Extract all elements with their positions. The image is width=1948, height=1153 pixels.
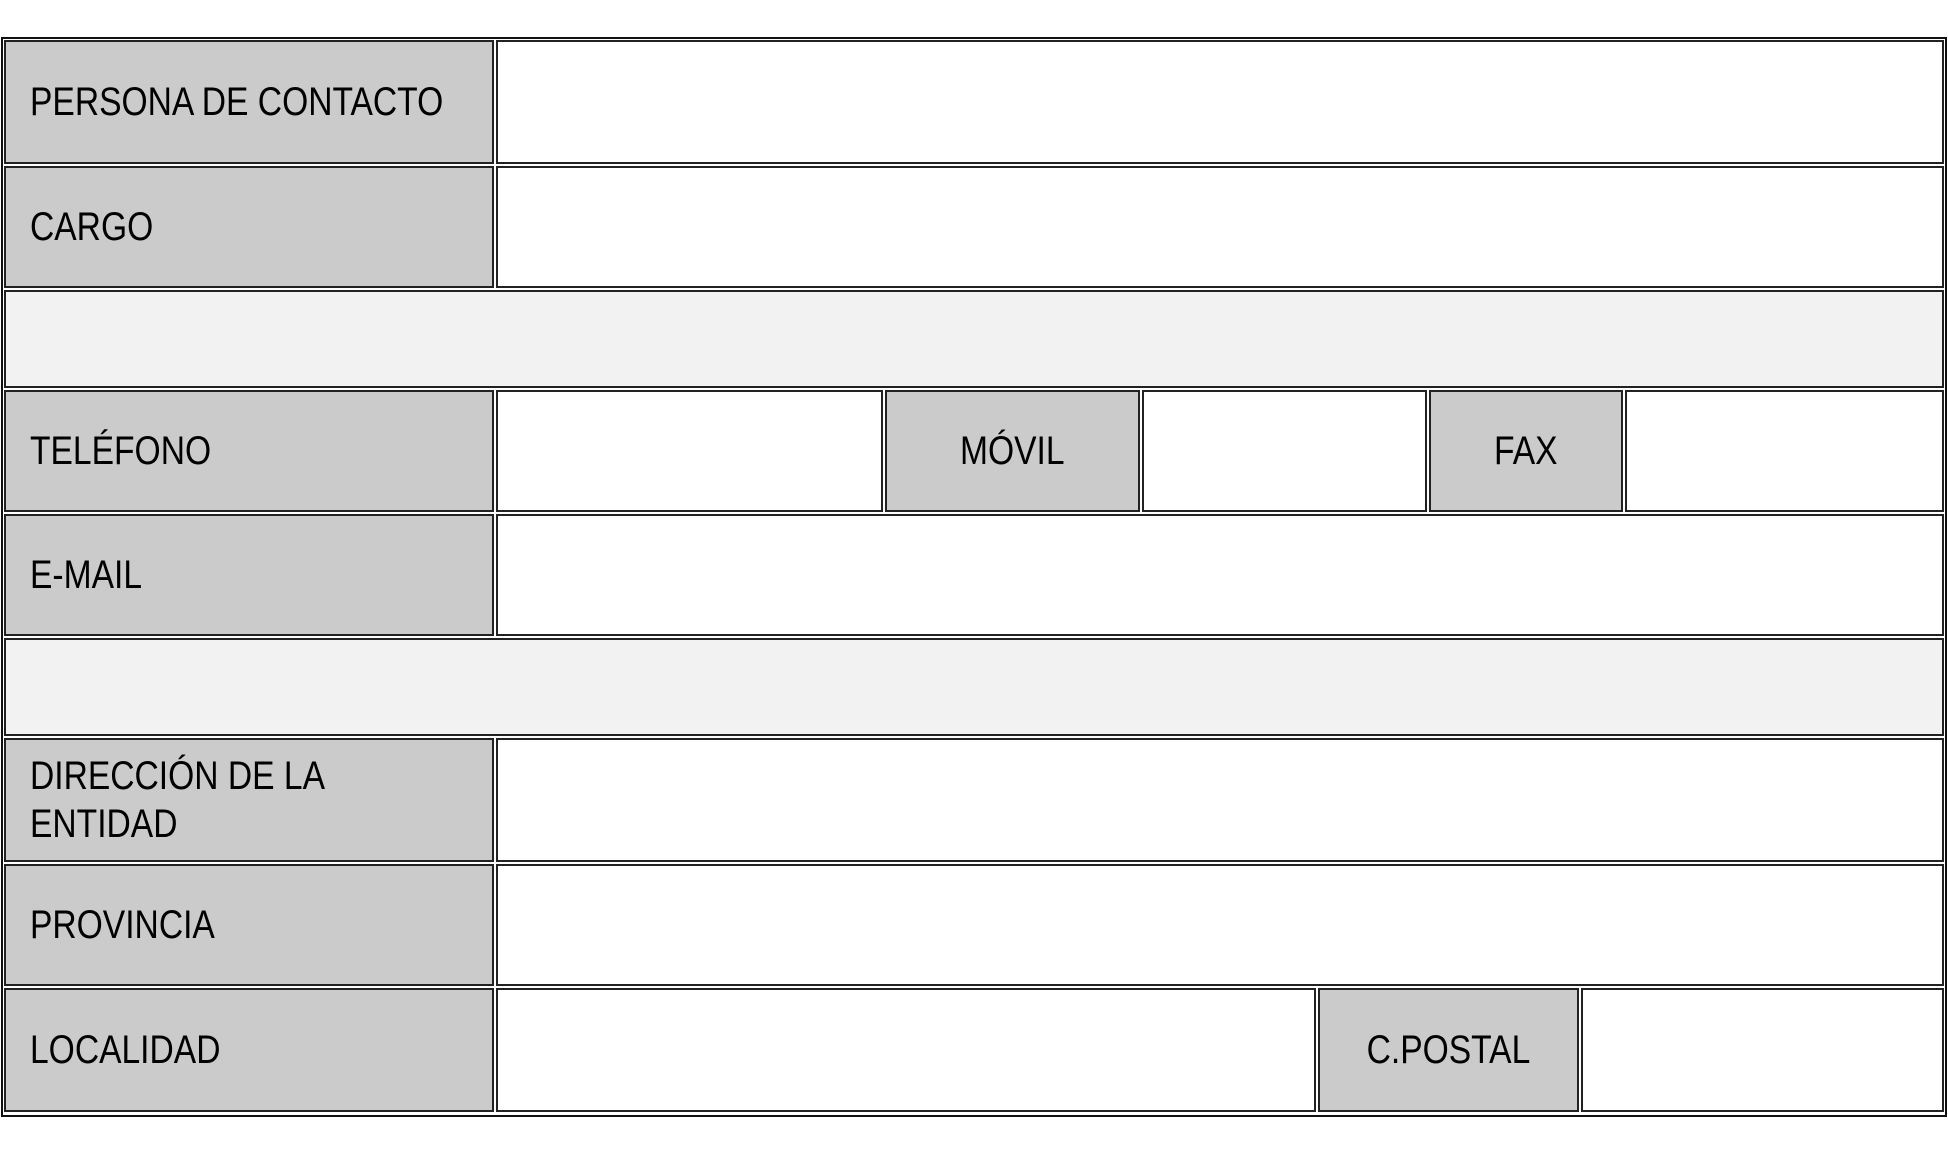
spacer-row xyxy=(3,637,1945,737)
postal-code-label: C.POSTAL xyxy=(1366,1028,1531,1072)
mobile-label: MÓVIL xyxy=(960,429,1065,473)
province-label: PROVINCIA xyxy=(30,903,215,947)
province-field[interactable] xyxy=(495,863,1945,987)
position-label-cell: CARGO xyxy=(3,165,495,289)
address-label-line2: ENTIDAD xyxy=(30,802,178,846)
position-field[interactable] xyxy=(495,165,1945,289)
contact-person-field[interactable] xyxy=(495,39,1945,165)
postal-code-label-cell: C.POSTAL xyxy=(1317,987,1580,1113)
contact-person-label: PERSONA DE CONTACTO xyxy=(30,80,444,124)
mobile-field[interactable] xyxy=(1141,389,1428,513)
locality-label: LOCALIDAD xyxy=(30,1028,221,1072)
locality-field[interactable] xyxy=(495,987,1317,1113)
locality-label-cell: LOCALIDAD xyxy=(3,987,495,1113)
fax-field[interactable] xyxy=(1624,389,1945,513)
email-field[interactable] xyxy=(495,513,1945,637)
phone-label: TELÉFONO xyxy=(30,429,212,473)
address-label-line1: DIRECCIÓN DE LA xyxy=(30,754,325,798)
email-label: E-MAIL xyxy=(30,553,143,597)
contact-form-table xyxy=(1,37,1947,1117)
address-field[interactable] xyxy=(495,737,1945,863)
postal-code-field[interactable] xyxy=(1580,987,1945,1113)
address-label-cell: DIRECCIÓN DE LA ENTIDAD xyxy=(3,737,495,863)
province-label-cell: PROVINCIA xyxy=(3,863,495,987)
fax-label-cell: FAX xyxy=(1428,389,1624,513)
spacer-row xyxy=(3,289,1945,389)
phone-field[interactable] xyxy=(495,389,884,513)
fax-label: FAX xyxy=(1494,429,1558,473)
position-label: CARGO xyxy=(30,205,154,249)
contact-person-label-cell: PERSONA DE CONTACTO xyxy=(3,39,495,165)
email-label-cell: E-MAIL xyxy=(3,513,495,637)
phone-label-cell: TELÉFONO xyxy=(3,389,495,513)
mobile-label-cell: MÓVIL xyxy=(884,389,1141,513)
